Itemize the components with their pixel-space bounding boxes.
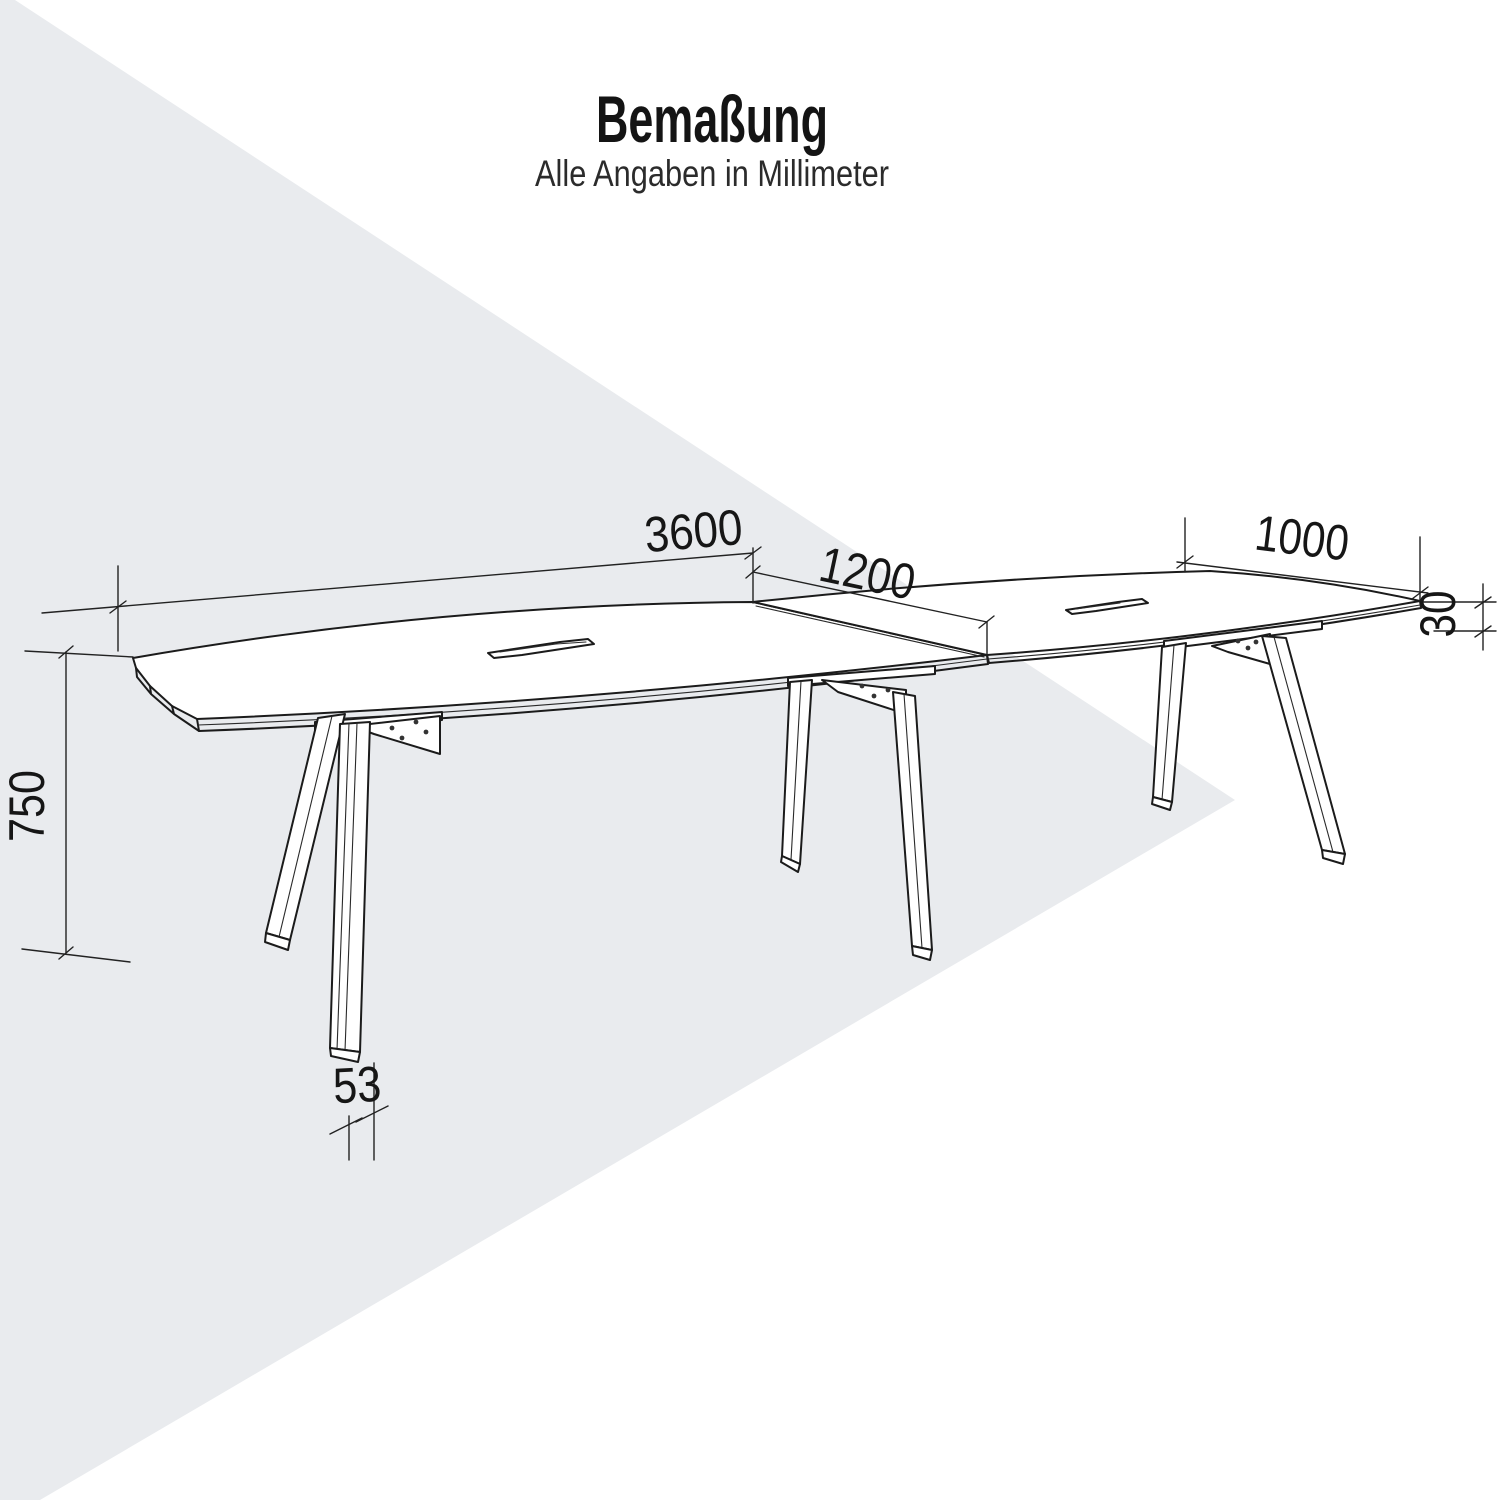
- dim-3600: [41, 546, 762, 652]
- page-subtitle: Alle Angaben in Millimeter: [535, 153, 889, 194]
- leg-pair-middle: [780, 665, 936, 961]
- middle-back-foot: [780, 855, 801, 873]
- leg-pair-right: [1151, 620, 1346, 865]
- dim-1200: [745, 565, 995, 656]
- table-illustration: [132, 570, 1422, 1063]
- dim-3600-label: 3600: [642, 499, 745, 563]
- right-back-foot: [1151, 796, 1173, 811]
- dim-30-label: 30: [1410, 591, 1466, 638]
- grommet-extension: [1065, 598, 1149, 615]
- dim-750: [21, 645, 134, 963]
- dimension-lines: [21, 517, 1497, 1161]
- tabletop-main: [132, 601, 988, 720]
- dim-750-label: 750: [0, 770, 55, 842]
- page-title: Bemaßung: [596, 82, 828, 156]
- tabletop-left-chamfer: [135, 667, 200, 732]
- grommet-main: [487, 638, 595, 659]
- dim-1000-label: 1000: [1252, 505, 1352, 572]
- dim-53-label: 53: [332, 1056, 383, 1114]
- left-front-foot: [329, 1047, 361, 1063]
- dim-53: [329, 1062, 389, 1161]
- background-wedge: [0, 0, 1235, 1500]
- tabletop-joint-seam: [755, 605, 985, 658]
- middle-front-foot: [911, 945, 933, 961]
- dim-1000: [1176, 517, 1429, 602]
- right-front-foot: [1321, 849, 1346, 865]
- dim-30: [1423, 583, 1497, 651]
- leg-pair-left: [264, 711, 443, 1063]
- left-back-foot: [264, 932, 291, 951]
